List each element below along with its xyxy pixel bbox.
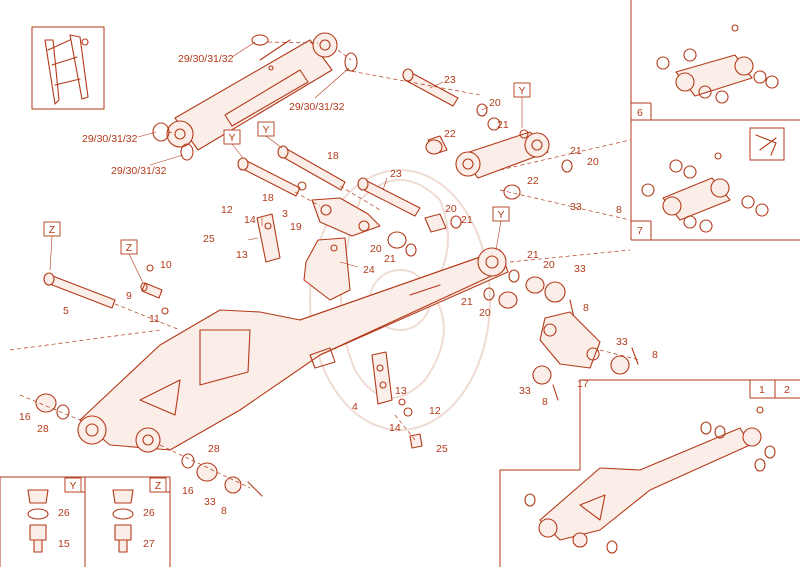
label-cyl-top-right: 29/30/31/32 (289, 101, 345, 113)
part-label: 12 (221, 204, 233, 216)
part-label: 16 (19, 411, 31, 423)
callout-box-y1: Y (513, 82, 531, 128)
part-label: 21 (461, 296, 473, 308)
guide-lines (9, 69, 641, 489)
part-label: 18 (327, 150, 339, 162)
panel-number-1: 1 (759, 384, 765, 396)
part-label: 8 (652, 349, 658, 361)
label-cyl-bottom: 29/30/31/32 (111, 165, 167, 177)
part-label: 16 (182, 485, 194, 497)
panel-6-assembly (656, 24, 779, 104)
part-label: Z (126, 242, 133, 254)
plate-4 (371, 351, 423, 449)
part-label: Y (518, 85, 525, 97)
part-label: 10 (160, 259, 172, 271)
part-label: 20 (370, 243, 382, 255)
part-label: 21 (461, 214, 473, 226)
inset-thumbnail (31, 26, 105, 110)
hydraulic-cylinder (152, 32, 358, 161)
part-label: Z (49, 224, 56, 236)
part-label: Z (155, 480, 162, 492)
part-label: 28 (37, 423, 49, 435)
callout-box-y2: Y (223, 129, 244, 159)
bushing-bottom (181, 453, 263, 497)
part-label: 5 (63, 305, 69, 317)
plates (256, 197, 381, 301)
part-label: 33 (204, 496, 216, 508)
panel-number-7: 7 (637, 225, 643, 237)
callout-box-z3: Z (149, 477, 167, 493)
part-label: 23 (444, 74, 456, 86)
panel-7-assembly (641, 127, 785, 233)
part-label: 8 (583, 302, 589, 314)
part-label: 28 (208, 443, 220, 455)
part-label: 20 (445, 203, 457, 215)
part-label: 19 (290, 221, 302, 233)
leader-lines (137, 41, 489, 268)
part-label: Y (228, 132, 235, 144)
part-label: 33 (616, 336, 628, 348)
pin-9 (140, 264, 169, 315)
part-label: 12 (429, 405, 441, 417)
part-label: 8 (542, 396, 548, 408)
part-label: 17 (577, 378, 589, 390)
part-label: 8 (221, 505, 227, 517)
part-label: 22 (527, 175, 539, 187)
part-label: 3 (282, 208, 288, 220)
part-label: 33 (574, 263, 586, 275)
callout-box-y5: Y (64, 477, 82, 493)
part-label: 14 (389, 422, 401, 434)
part-label: 23 (390, 168, 402, 180)
part-label: 13 (236, 249, 248, 261)
link-bracket (455, 129, 550, 179)
inset-fittings (27, 489, 134, 553)
pin-5 (43, 272, 181, 331)
part-labels: 29/30/31/32 29/30/31/32 29/30/31/32 29/3… (19, 53, 658, 550)
boom-arm (77, 247, 509, 453)
panel-number-6: 6 (637, 107, 643, 119)
part-label: 25 (436, 443, 448, 455)
part-label: 20 (543, 259, 555, 271)
part-label: 20 (587, 156, 599, 168)
right-link-parts (483, 269, 639, 401)
pin-23-mid (357, 159, 573, 257)
part-label: 26 (143, 507, 155, 519)
part-label: 26 (58, 507, 70, 519)
label-cyl-bottom-left: 29/30/31/32 (82, 133, 138, 145)
pin-23-top (402, 68, 501, 155)
part-label: Y (262, 124, 269, 136)
part-label: 8 (616, 204, 622, 216)
callout-box-y3: Y (257, 121, 283, 149)
label-cyl-top-left: 29/30/31/32 (178, 53, 234, 65)
panel-number-2: 2 (784, 384, 790, 396)
part-label: 20 (489, 97, 501, 109)
part-label: 13 (395, 385, 407, 397)
part-label: 33 (570, 201, 582, 213)
part-label: 33 (519, 385, 531, 397)
part-label: 9 (126, 290, 132, 302)
callout-box-z1: Z (43, 221, 61, 271)
part-label: 21 (384, 253, 396, 265)
callout-box-z2: Z (120, 239, 144, 284)
panel-1-2-assembly (524, 406, 776, 554)
part-label: 21 (527, 249, 539, 261)
part-label: 15 (58, 538, 70, 550)
part-label: 11 (149, 313, 160, 325)
part-label: 24 (363, 264, 375, 276)
part-label: 20 (479, 307, 491, 319)
part-label: 27 (143, 538, 155, 550)
part-label: Y (69, 480, 76, 492)
part-label: 18 (262, 192, 274, 204)
callout-box-y4: Y (492, 206, 510, 251)
part-label: 4 (352, 401, 358, 413)
part-label: 25 (203, 233, 215, 245)
part-label: 21 (570, 145, 582, 157)
part-label: 14 (244, 214, 256, 226)
part-label: Y (497, 209, 504, 221)
bushing-left (35, 393, 70, 420)
part-label: 21 (497, 119, 509, 131)
part-label: 22 (444, 128, 456, 140)
